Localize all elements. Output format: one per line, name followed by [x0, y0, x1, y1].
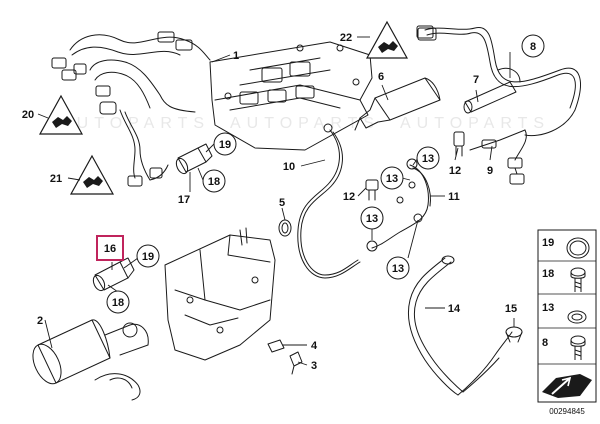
callout-label: 12 [449, 165, 461, 177]
callout-circle [136, 244, 160, 268]
callout-label: 15 [505, 303, 517, 315]
callout-label: 1 [233, 50, 239, 62]
reference-number: 00294845 [549, 407, 585, 416]
sealing-ring [278, 219, 292, 237]
callout-label: 17 [178, 194, 190, 206]
wiring-harness [51, 31, 211, 187]
callout-label: 4 [311, 340, 318, 352]
callout-circle [521, 34, 545, 58]
pressure-sensor [175, 143, 213, 175]
callout-label: 18 [208, 176, 220, 188]
callout-label: 13 [366, 213, 378, 225]
connector-pictogram-icon [83, 176, 103, 188]
leader-line [123, 257, 139, 269]
callout-label: 13 [386, 173, 398, 185]
bolt-icon [570, 267, 586, 292]
sealing-ring-icon [567, 310, 587, 324]
mounting-bracket [94, 322, 141, 401]
callout-circle [386, 256, 410, 280]
sensor-cable [469, 129, 527, 185]
connector-pictogram-icon [378, 41, 398, 53]
callout-label: 3 [311, 360, 317, 372]
callout-label: 8 [530, 41, 536, 53]
callout-label: 12 [343, 191, 355, 203]
legend-label: 19 [542, 237, 554, 249]
callout-label: 7 [473, 74, 479, 86]
callout-label: 11 [448, 191, 460, 203]
looped-pipe [416, 25, 581, 137]
banjo-bolt [365, 131, 465, 201]
leader-line [37, 113, 49, 119]
leader-line [381, 84, 389, 101]
legend-label: 18 [542, 268, 554, 280]
leader-line [489, 145, 493, 161]
leader-line [297, 361, 308, 366]
callout-circle [213, 132, 237, 156]
callout-circle [416, 146, 440, 170]
leader-line [211, 54, 231, 63]
callout-label: 6 [378, 71, 384, 83]
leader-line [67, 177, 81, 181]
leader-line [407, 219, 419, 259]
callout-label: 18 [112, 297, 124, 309]
callout-circle [106, 290, 130, 314]
callout-circle [360, 206, 384, 230]
sealing-ring-13 [396, 181, 416, 204]
hydraulic-tube [463, 67, 521, 114]
leader-line [300, 159, 326, 167]
callout-label: 21 [50, 173, 62, 185]
leader-line [281, 207, 286, 221]
coolant-hose [407, 255, 513, 396]
leader-line [475, 89, 479, 103]
accumulator-cylinder [32, 319, 149, 385]
callout-label: 2 [37, 315, 43, 327]
callout-label: 13 [392, 263, 404, 275]
callout-label: 5 [279, 197, 285, 209]
screw-small [267, 339, 303, 375]
callout-label: 14 [448, 303, 461, 315]
callout-circle [202, 169, 226, 193]
leader-line [197, 167, 204, 181]
callout-label: 19 [219, 139, 231, 151]
callout-label: 9 [487, 165, 493, 177]
pressure-line [297, 123, 361, 279]
warning-triangle-icon [69, 154, 115, 195]
callout-label: 13 [422, 153, 434, 165]
hose-clamp [505, 326, 523, 343]
leader-line [44, 319, 53, 349]
watermark-text: AUTOPARTS [60, 115, 210, 132]
watermark-text: AUTOPARTS [230, 115, 380, 132]
screw-icon [570, 335, 586, 360]
valve-body [209, 41, 373, 151]
leader-line [454, 147, 459, 161]
callout-label: 10 [283, 161, 295, 173]
pressure-accumulator [354, 77, 441, 131]
legend-label: 13 [542, 302, 554, 314]
transmission-housing [164, 227, 276, 361]
o-ring-icon [566, 237, 590, 259]
leader-line [357, 187, 367, 197]
callout-circle [380, 166, 404, 190]
warning-triangle-icon [365, 20, 409, 59]
watermark-text: AUTOPARTS [400, 115, 550, 132]
highlight-box [96, 235, 124, 261]
connector-pictogram-icon [52, 116, 72, 128]
legend-label: 8 [542, 337, 548, 349]
callout-label: 19 [142, 251, 154, 263]
callout-label: 16 [104, 243, 116, 255]
warning-triangle-icon [38, 94, 84, 135]
arrow-icon [542, 374, 592, 398]
callout-label: 20 [22, 109, 34, 121]
callout-label: 22 [340, 32, 352, 44]
electrical-connector [417, 27, 437, 41]
speed-sensor [92, 257, 135, 292]
